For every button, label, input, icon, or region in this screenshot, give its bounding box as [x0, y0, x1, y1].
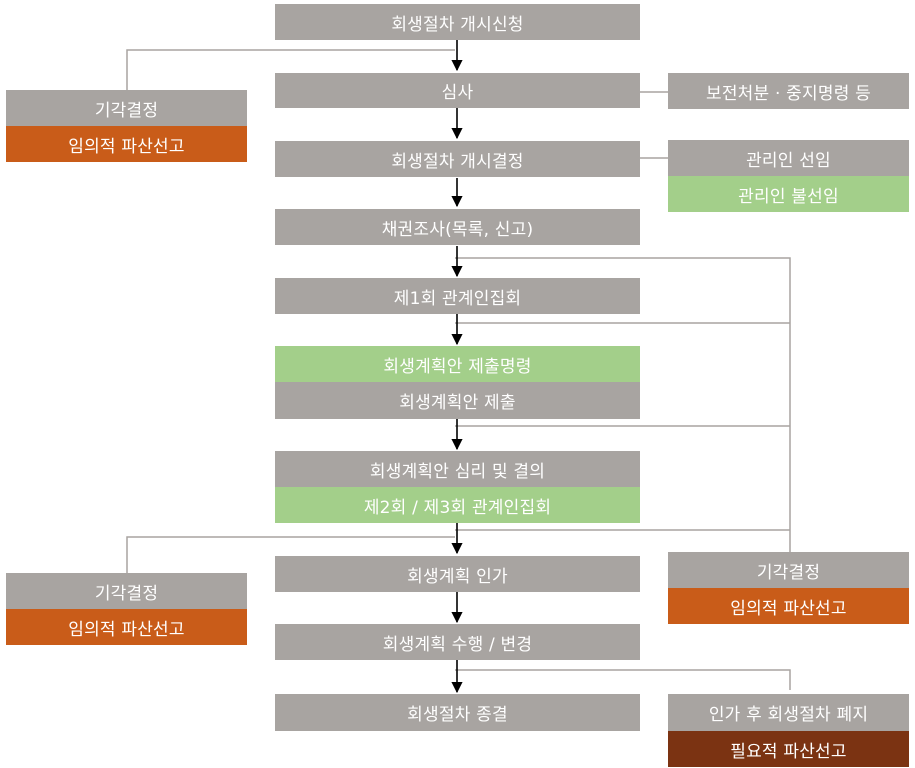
mandatory-bankruptcy: 필요적 파산선고: [668, 731, 909, 767]
step-plan-submission-order: 회생계획안 제출명령: [275, 346, 640, 382]
preservation-order: 보전처분 · 중지명령 등: [668, 73, 909, 109]
administrator-non-appointment: 관리인 불선임: [668, 176, 909, 212]
connector-abolition: [455, 669, 791, 690]
administrator-appointment: 관리인 선임: [668, 140, 909, 176]
step-second-third-meeting: 제2회 / 제3회 관계인집회: [275, 487, 640, 523]
step-plan-approval: 회생계획 인가: [275, 556, 640, 592]
step-termination: 회생절차 종결: [275, 694, 640, 731]
bankruptcy-top-left: 임의적 파산선고: [6, 126, 247, 162]
branch-lines: [126, 49, 791, 690]
step-commencement-decision: 회생절차 개시결정: [275, 141, 640, 177]
abolition-after-approval: 인가 후 회생절차 폐지: [668, 694, 909, 731]
bankruptcy-right: 임의적 파산선고: [668, 588, 909, 624]
step-claims-investigation: 채권조사(목록, 신고): [275, 209, 640, 245]
step-review: 심사: [275, 73, 640, 108]
connector-right-return: [455, 257, 791, 552]
connector-top-left-dismissal: [126, 49, 455, 90]
dismissal-right: 기각결정: [668, 552, 909, 588]
step-application: 회생절차 개시신청: [275, 4, 640, 40]
step-plan-submission: 회생계획안 제출: [275, 382, 640, 419]
bankruptcy-bottom-left: 임의적 파산선고: [6, 609, 247, 645]
dismissal-top-left: 기각결정: [6, 90, 247, 126]
connector-bottom-left-dismissal: [126, 536, 455, 573]
step-plan-execution: 회생계획 수행 / 변경: [275, 624, 640, 660]
step-plan-deliberation: 회생계획안 심리 및 결의: [275, 451, 640, 487]
step-first-meeting: 제1회 관계인집회: [275, 278, 640, 314]
dismissal-bottom-left: 기각결정: [6, 573, 247, 609]
